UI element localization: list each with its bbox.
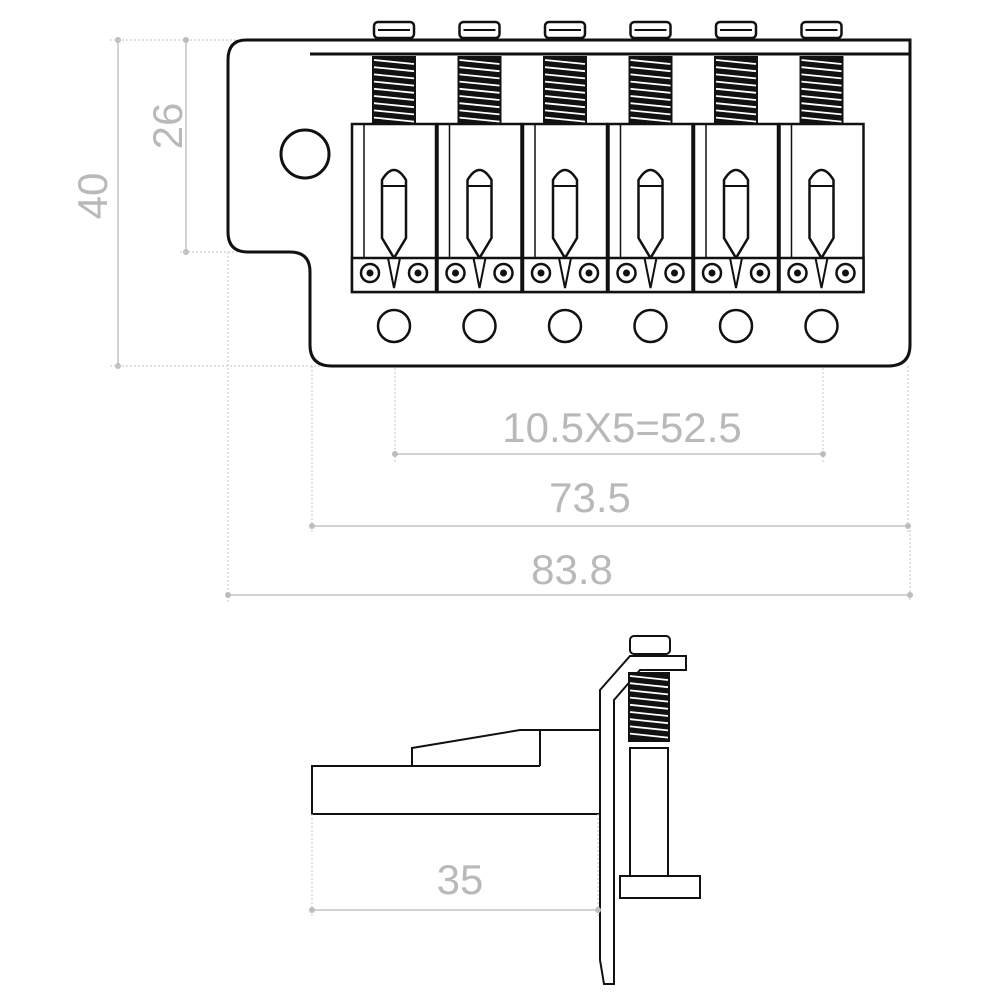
string-slot	[722, 168, 750, 261]
bridge-top-view	[226, 20, 912, 368]
spring	[799, 56, 844, 124]
string-slot	[637, 168, 664, 261]
string-hole	[376, 308, 412, 344]
saddle-group	[350, 20, 865, 344]
saddle-5	[692, 20, 780, 344]
dim-label-40: 40	[69, 173, 116, 220]
string-hole	[718, 308, 754, 344]
side-saddle-foot	[619, 875, 701, 899]
string-slot	[380, 168, 408, 261]
dim-label-26: 26	[144, 103, 191, 150]
string-hole	[462, 308, 497, 344]
saddle-2	[436, 20, 523, 344]
dim-label-35: 35	[437, 856, 484, 903]
string-slot	[466, 168, 493, 261]
saddle-1	[350, 20, 438, 344]
spring	[714, 56, 758, 124]
string-hole	[804, 308, 839, 344]
string-hole	[547, 308, 583, 344]
string-slot	[808, 168, 835, 261]
dimension-height-partial: 26	[144, 37, 240, 255]
side-plate	[599, 655, 687, 985]
side-block	[311, 729, 601, 815]
dim-label-83-8: 83.8	[531, 546, 613, 593]
side-screw-head	[629, 635, 671, 655]
mounting-hole	[279, 128, 331, 180]
string-hole	[633, 308, 668, 344]
spring	[457, 56, 502, 124]
spring	[372, 56, 416, 124]
saddle-3	[521, 20, 609, 344]
bridge-side-view	[311, 635, 701, 985]
spring	[543, 56, 587, 124]
saddle-4	[607, 20, 694, 344]
dimension-side-depth: 35	[309, 814, 601, 918]
dim-label-73-5: 73.5	[549, 474, 631, 521]
spring	[628, 56, 673, 124]
dimension-string-spacing: 10.5X5=52.5	[392, 320, 826, 462]
dimension-width-holes: 73.5	[309, 366, 911, 534]
dimension-height-total: 40	[69, 37, 320, 369]
string-slot	[551, 168, 579, 261]
side-spring	[628, 672, 670, 742]
saddle-6	[778, 20, 865, 344]
dim-label-string-spacing: 10.5X5=52.5	[502, 404, 741, 451]
dimension-width-total: 83.8	[225, 252, 913, 602]
